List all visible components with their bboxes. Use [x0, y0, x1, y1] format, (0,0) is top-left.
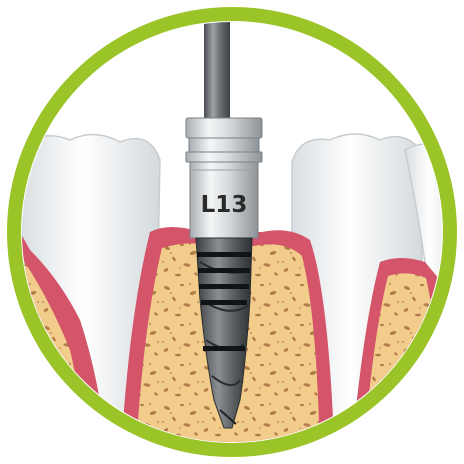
- drill-collar: [186, 118, 262, 238]
- drill-length-label: L13: [201, 192, 248, 218]
